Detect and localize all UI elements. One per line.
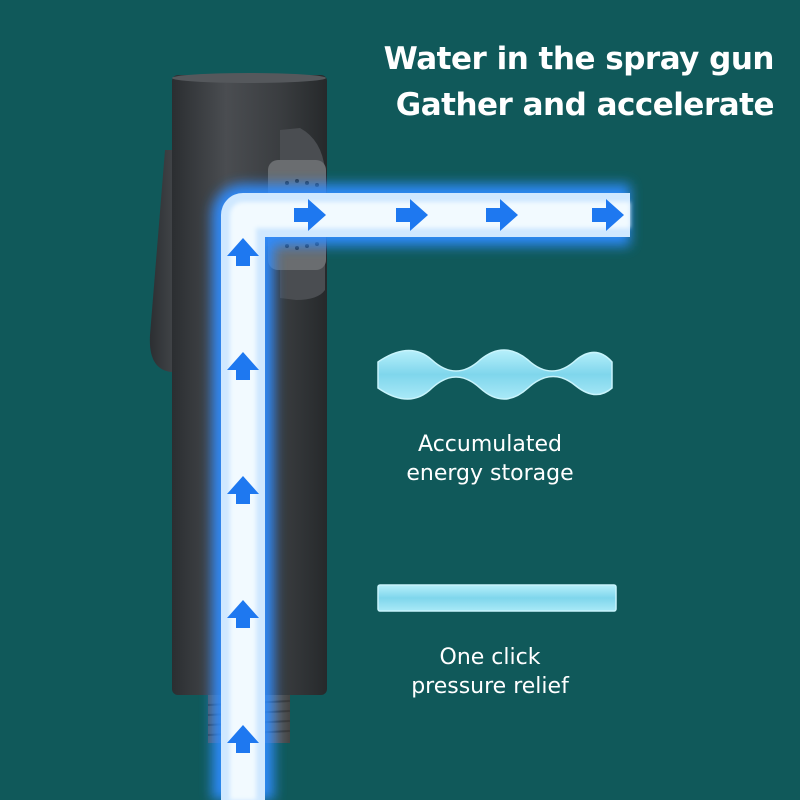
arrow-right-icon [486, 199, 518, 231]
straight-caption-line-1: One click [439, 645, 541, 670]
wave-caption-line-1: Accumulated [418, 432, 562, 457]
arrow-up-icon [227, 476, 259, 504]
straight-caption-line-2: pressure relief [411, 674, 569, 699]
flow-arrows-right [294, 199, 624, 231]
arrow-right-icon [396, 199, 428, 231]
headline-line-2: Gather and accelerate [395, 87, 775, 123]
wave-caption-line-2: energy storage [406, 461, 574, 486]
arrow-up-icon [227, 600, 259, 628]
straight-stream-caption: One click pressure relief [380, 643, 600, 701]
straight-water-stream [377, 584, 617, 612]
arrow-up-icon [227, 238, 259, 266]
trigger-lever [149, 150, 178, 372]
wavy-water-stream [377, 349, 613, 400]
flow-arrows-up [227, 238, 259, 753]
wave-stream-caption: Accumulated energy storage [380, 430, 600, 488]
arrow-up-icon [227, 352, 259, 380]
headline-line-1: Water in the spray gun [383, 41, 775, 77]
arrow-right-icon [592, 199, 624, 231]
headline: Water in the spray gun Gather and accele… [354, 36, 775, 128]
arrow-up-icon [227, 725, 259, 753]
arrow-right-icon [294, 199, 326, 231]
